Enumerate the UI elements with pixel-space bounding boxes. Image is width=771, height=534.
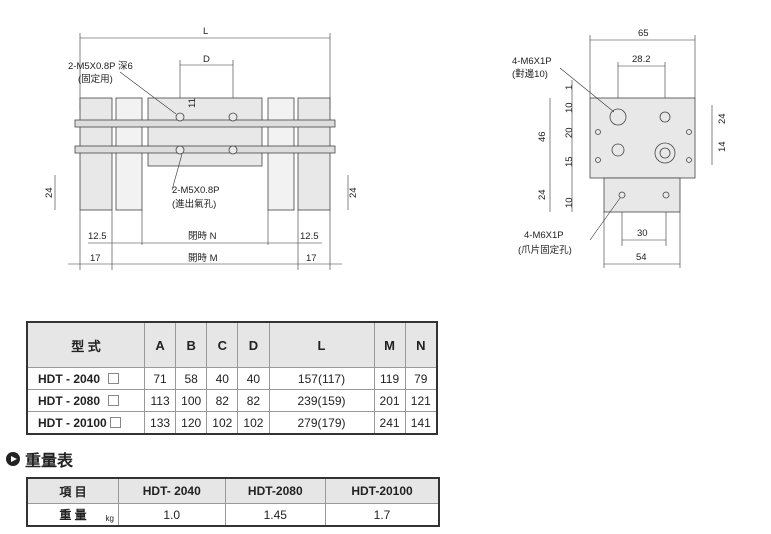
cell: 82: [237, 389, 270, 412]
header-model: HDT-20100: [325, 477, 440, 504]
header-model: 型 式: [26, 321, 145, 368]
model-cell: HDT - 2040: [26, 367, 145, 390]
checkbox-icon: [108, 394, 120, 406]
row-label: 重 量 kg: [26, 503, 119, 527]
dim-17-right: 17: [306, 253, 317, 264]
cell: 279(179): [268, 411, 375, 435]
dim-28-2: 28.2: [632, 54, 651, 65]
tap-label-fixing: 2-M5X0.8P 深6: [68, 61, 133, 72]
cell: 40: [206, 367, 239, 390]
dim-54: 54: [636, 252, 647, 263]
header-model: HDT- 2040: [118, 477, 226, 504]
tap-note-bottom: (爪片固定孔): [518, 244, 572, 256]
cell: 157(117): [268, 367, 375, 390]
dim-30: 30: [637, 228, 648, 239]
dim-65: 65: [638, 28, 649, 39]
cell: 1.7: [325, 503, 440, 527]
side-view: 65 28.2 4-M6X1P (對邊10) 1 10 46 20 15 24 …: [512, 28, 728, 268]
table-header-row: 項 目 HDT- 2040 HDT-2080 HDT-20100: [26, 477, 440, 504]
dim-12-5-right: 12.5: [300, 231, 319, 242]
dim-14: 14: [717, 141, 728, 152]
model-cell: HDT - 20100: [26, 411, 145, 435]
dim-open-M: 開時 M: [188, 253, 218, 264]
weight-table: 項 目 HDT- 2040 HDT-2080 HDT-20100 重 量 kg 1…: [26, 477, 440, 527]
cell: 1.0: [118, 503, 226, 527]
dim-20: 20: [564, 127, 575, 138]
play-arrow-icon: [6, 452, 20, 466]
header-N: N: [404, 321, 438, 368]
header-model: HDT-2080: [224, 477, 327, 504]
dim-24-right: 24: [348, 187, 359, 198]
dim-24-bottom: 24: [537, 189, 548, 200]
dim-15: 15: [564, 156, 575, 167]
header-L: L: [268, 321, 375, 368]
weight-label: 重 量: [59, 508, 87, 522]
model-name: HDT - 20100: [38, 415, 107, 430]
model-name: HDT - 2040: [38, 371, 101, 386]
dim-17-left: 17: [90, 253, 101, 264]
tap-label-air: 2-M5X0.8P: [172, 185, 220, 196]
tap-note-top: (對邊10): [512, 68, 548, 80]
header-B: B: [175, 321, 208, 368]
dim-10-bottom: 10: [564, 197, 575, 208]
dim-24-right: 24: [717, 113, 728, 124]
weight-section-heading: 重量表: [6, 447, 73, 471]
cell: 120: [175, 411, 208, 435]
dim-12-5-left: 12.5: [88, 231, 107, 242]
checkbox-icon: [109, 416, 121, 428]
cell: 141: [404, 411, 438, 435]
section-title: 重量表: [25, 453, 74, 470]
dim-11: 11: [187, 98, 198, 108]
cell: 102: [206, 411, 239, 435]
cell: 113: [143, 389, 177, 412]
header-C: C: [206, 321, 239, 368]
unit-label: kg: [105, 514, 114, 523]
header-D: D: [237, 321, 270, 368]
dim-10-top: 10: [564, 102, 575, 113]
tap-label-bottom: 4-M6X1P: [524, 230, 564, 241]
cell: 82: [206, 389, 239, 412]
cell: 102: [237, 411, 270, 435]
dim-closed-N: 閉時 N: [188, 231, 217, 242]
dim-L: L: [203, 26, 208, 37]
cell: 40: [237, 367, 270, 390]
table-row: 重 量 kg 1.0 1.45 1.7: [26, 503, 440, 527]
tap-label-top: 4-M6X1P: [512, 56, 552, 67]
cell: 119: [373, 367, 406, 390]
technical-drawing: L D 2-M5X0.8P 深6 (固定用) 11 2-M5X0.8P (進出氣…: [44, 26, 728, 270]
table-header-row: 型 式 A B C D L M N: [26, 321, 438, 368]
model-cell: HDT - 2080: [26, 389, 145, 412]
cell: 241: [373, 411, 406, 435]
cell: 100: [175, 389, 208, 412]
cell: 1.45: [224, 503, 327, 527]
header-A: A: [143, 321, 177, 368]
cell: 239(159): [268, 389, 375, 412]
cell: 79: [404, 367, 438, 390]
cell: 201: [373, 389, 406, 412]
model-name: HDT - 2080: [38, 393, 101, 408]
cell: 121: [404, 389, 438, 412]
dim-24-left: 24: [44, 187, 55, 198]
tap-note-air: (進出氣孔): [172, 198, 216, 210]
header-M: M: [373, 321, 406, 368]
front-view: L D 2-M5X0.8P 深6 (固定用) 11 2-M5X0.8P (進出氣…: [44, 26, 359, 270]
checkbox-icon: [108, 372, 120, 384]
tap-note-fixing: (固定用): [78, 73, 113, 85]
dim-46: 46: [537, 131, 548, 142]
dim-D: D: [203, 54, 210, 65]
cell: 58: [175, 367, 208, 390]
cell: 71: [143, 367, 177, 390]
header-item: 項 目: [26, 477, 119, 504]
dim-1: 1: [564, 85, 575, 90]
cell: 133: [143, 411, 177, 435]
